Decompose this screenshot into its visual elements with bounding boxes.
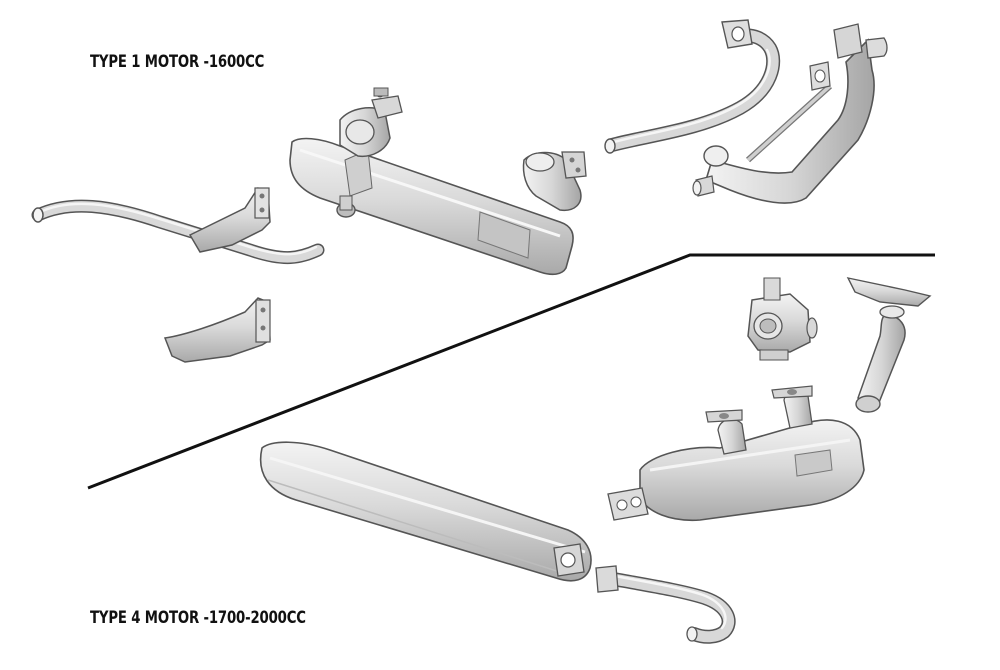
- section-divider-line: [87, 253, 935, 490]
- type4-heater-box: [747, 277, 818, 361]
- type4-muffler-long: [259, 441, 592, 582]
- type1-heat-exchanger-left: [339, 87, 403, 158]
- type1-muffler: [289, 137, 574, 276]
- type4-muffler-compact: [607, 385, 865, 522]
- type1-mounting-bracket-lower: [163, 297, 271, 363]
- section-label-type1: TYPE 1 MOTOR -1600CC: [90, 52, 265, 72]
- type1-j-tube-pipe: [604, 19, 781, 154]
- type1-heat-exchanger-right: [522, 151, 587, 212]
- type1-tailpipe: [31, 199, 325, 265]
- type4-heater-hose-elbow: [846, 277, 932, 413]
- section-label-type4: TYPE 4 MOTOR -1700-2000CC: [90, 608, 306, 628]
- type1-header-pipe: [692, 23, 888, 204]
- type1-mounting-bracket-upper: [188, 187, 271, 253]
- type4-tailpipe-bent: [595, 565, 736, 644]
